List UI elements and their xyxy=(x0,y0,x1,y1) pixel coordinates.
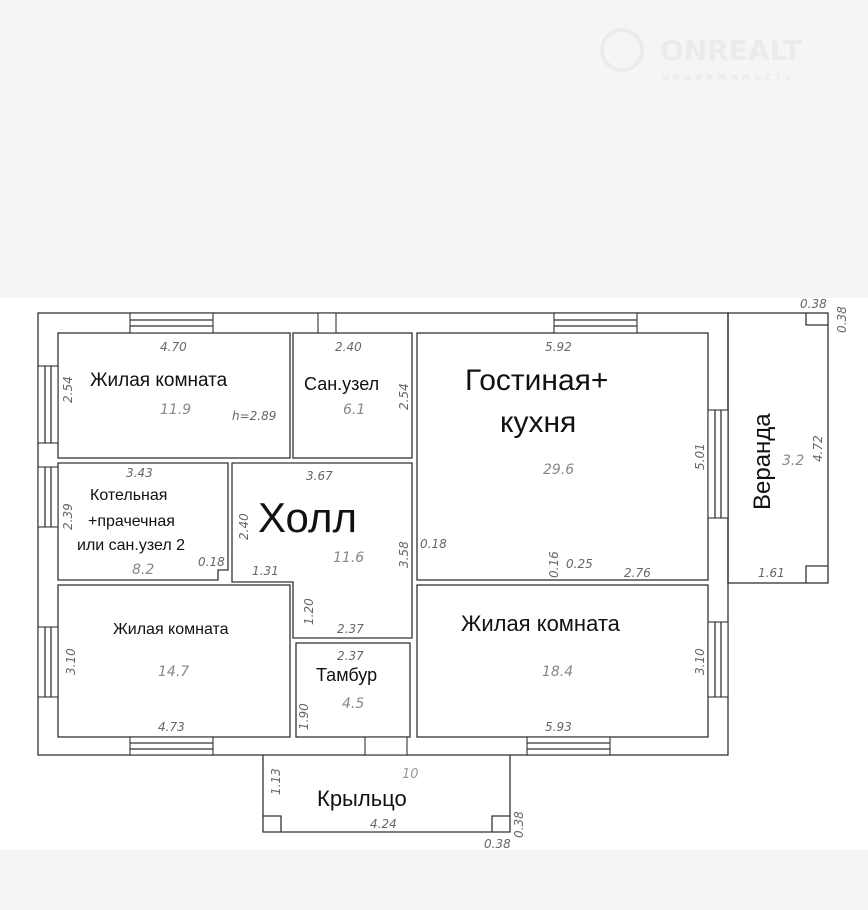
room-6 xyxy=(295,642,411,738)
ceiling-height: h=2.89 xyxy=(232,409,276,423)
room-4-label: или сан.узел 2 xyxy=(77,537,185,554)
dim: 1.13 xyxy=(269,768,283,795)
dim: 2.54 xyxy=(397,383,411,410)
dim: 4.73 xyxy=(158,720,185,734)
dim: 3.10 xyxy=(693,648,707,675)
room-8-label: Жилая комната xyxy=(461,611,621,636)
room-2-area: 6.1 xyxy=(343,402,365,418)
room-3-label: Жилая комната xyxy=(113,621,229,638)
dim: 0.18 xyxy=(198,555,225,569)
dim: 0.25 xyxy=(566,557,593,571)
dim: 5.01 xyxy=(693,443,707,470)
room-4-label: +прачечная xyxy=(88,513,175,530)
dim: 2.54 xyxy=(61,376,75,403)
entrance-door xyxy=(364,736,408,756)
room-3-area: 14.7 xyxy=(158,664,189,680)
room-7-label: кухня xyxy=(500,406,576,439)
dim: 0.16 xyxy=(547,551,561,578)
room-4 xyxy=(57,462,229,581)
room-7-area: 29.6 xyxy=(543,462,574,478)
porch-outline xyxy=(262,755,511,833)
plan-background xyxy=(0,298,868,850)
dim: 1.20 xyxy=(302,598,316,625)
dim: 3.43 xyxy=(126,466,153,480)
dim: 2.37 xyxy=(337,622,364,636)
dim: 2.37 xyxy=(337,649,364,663)
dim: 5.92 xyxy=(545,340,572,354)
logo-tagline: недвижимость xyxy=(662,72,795,83)
room-5-label: Холл xyxy=(258,494,357,541)
room-2-label: Сан.узел xyxy=(304,374,379,394)
dim: 3.58 xyxy=(397,541,411,568)
dim: 2.40 xyxy=(335,340,362,354)
room-6-label: Тамбур xyxy=(316,665,377,685)
dim: 1.61 xyxy=(758,566,785,580)
room-8-area: 18.4 xyxy=(542,664,573,680)
dim: 1.31 xyxy=(252,564,279,578)
dim: 0.38 xyxy=(512,811,526,838)
dim: 0.38 xyxy=(484,837,511,851)
dim: 5.93 xyxy=(545,720,572,734)
dim: 3.10 xyxy=(64,648,78,675)
dim: 0.38 xyxy=(835,306,849,333)
dim: 4.72 xyxy=(811,435,825,462)
room-5-area: 11.6 xyxy=(333,550,364,566)
dim: 2.76 xyxy=(624,566,651,580)
logo-brand: ONREALT xyxy=(660,34,802,67)
dim: 2.40 xyxy=(237,513,251,540)
dim: 2.39 xyxy=(61,503,75,530)
room-10-number: 10 xyxy=(402,767,419,782)
room-9-area: 3.2 xyxy=(782,453,804,469)
dim: 3.67 xyxy=(306,469,333,483)
dim: 1.90 xyxy=(297,703,311,730)
house-pin-icon xyxy=(600,28,644,72)
dim: 4.24 xyxy=(370,817,397,831)
room-5 xyxy=(231,462,413,639)
room-7-label: Гостиная+ xyxy=(465,364,608,397)
room-9-label: Веранда xyxy=(749,413,776,510)
room-4-area: 8.2 xyxy=(132,562,154,578)
dim: 0.38 xyxy=(800,297,827,311)
dim: 0.18 xyxy=(420,537,447,551)
room-1-area: 11.9 xyxy=(160,402,191,418)
room-6-area: 4.5 xyxy=(342,696,364,712)
room-2 xyxy=(292,332,413,459)
room-10-label: Крыльцо xyxy=(317,786,407,811)
dim: 4.70 xyxy=(160,340,187,354)
room-4-label: Котельная xyxy=(90,487,167,504)
room-1-label: Жилая комната xyxy=(90,370,228,391)
windows xyxy=(37,312,729,756)
onrealt-watermark: ONREALT недвижимость xyxy=(600,28,802,83)
veranda-posts xyxy=(805,313,828,583)
